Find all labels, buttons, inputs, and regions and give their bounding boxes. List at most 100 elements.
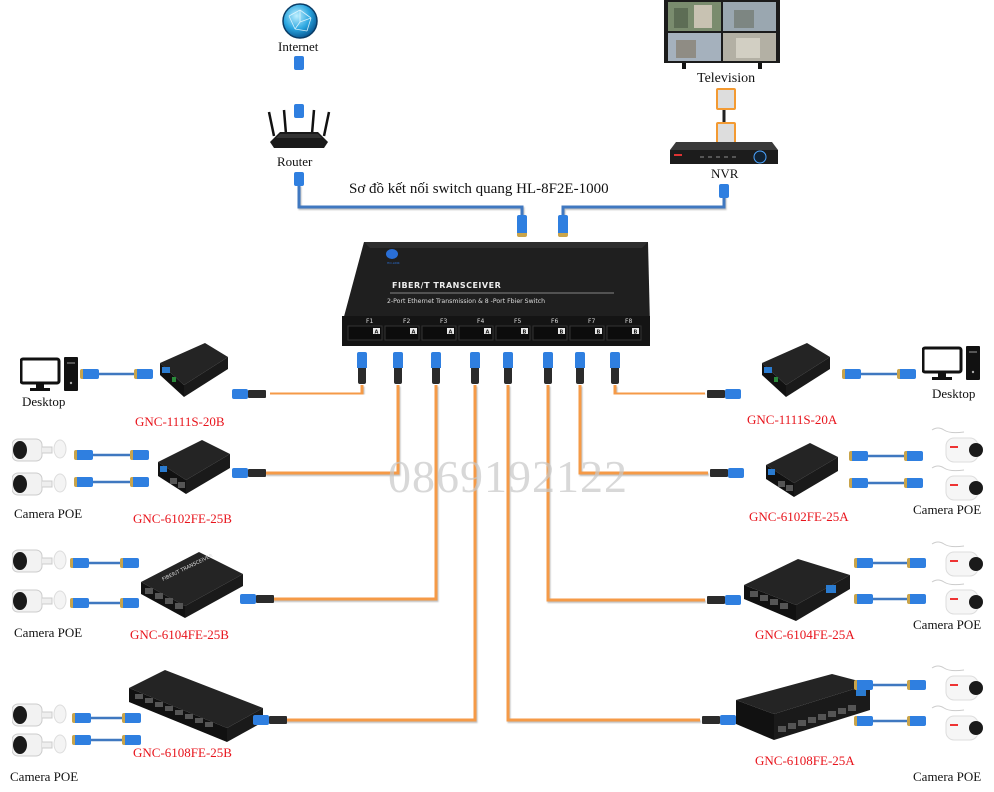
rj45-connector-icon — [904, 451, 923, 461]
sc-fiber-connector-icon — [543, 352, 553, 386]
fiber-cable-f6 — [546, 385, 705, 602]
port-label: F4 — [477, 318, 484, 325]
endpoint-label: Desktop — [22, 394, 66, 409]
rj45-connector-icon — [907, 558, 926, 568]
device-model-label: GNC-6108FE-25A — [755, 753, 855, 768]
device-model-label: GNC-6104FE-25A — [755, 627, 855, 642]
port-type-badge: B — [560, 329, 564, 335]
device-model-label: GNC-6102FE-25A — [749, 509, 849, 524]
device-model-label: GNC-6102FE-25B — [133, 511, 232, 526]
rj45-connector-icon — [854, 680, 873, 690]
rj45-connector-icon — [517, 215, 527, 237]
camera-group-right-4 — [928, 662, 984, 757]
router-node — [266, 108, 332, 157]
ethernet-cable-router-switch — [297, 185, 524, 222]
rj45-connector-icon — [74, 450, 93, 460]
sc-fiber-connector-icon — [708, 468, 744, 478]
rj45-connector-icon — [74, 477, 93, 487]
sc-fiber-connector-icon — [705, 389, 741, 399]
camera-icon — [931, 665, 983, 741]
sc-fiber-connector-icon — [431, 352, 441, 386]
camera-group-left-2 — [11, 437, 68, 508]
nvr-label: NVR — [711, 166, 739, 181]
fiber-port-f8[interactable]: F8B — [606, 318, 642, 341]
port-label: F6 — [551, 318, 558, 325]
sc-fiber-connector-icon — [357, 352, 367, 386]
endpoint-label: Desktop — [932, 386, 976, 401]
endpoint-label: Camera POE — [14, 506, 83, 521]
camera-group-left-4 — [11, 702, 68, 767]
rj45-connector-icon — [80, 369, 99, 379]
rj45-connector-icon — [72, 713, 91, 723]
camera-group-right-3 — [928, 538, 984, 623]
rj45-connector-icon — [904, 478, 923, 488]
fiber-port-f6[interactable]: F6B — [532, 318, 568, 341]
port-type-badge: B — [597, 329, 601, 335]
rj45-connector-icon — [854, 558, 873, 568]
svg-text:HO-LINK: HO-LINK — [387, 261, 401, 265]
sc-fiber-connector-icon — [253, 715, 289, 725]
camera-icon — [931, 427, 983, 501]
port-type-badge: A — [449, 329, 453, 335]
switch-face-subtitle: 2-Port Ethernet Transmission & 8 -Port F… — [387, 298, 545, 305]
rj45-connector-icon — [72, 735, 91, 745]
port-type-badge: A — [375, 329, 379, 335]
router-icon — [267, 109, 331, 148]
media-converter-right-4 — [732, 670, 872, 751]
fiber-port-f1[interactable]: F1A — [347, 318, 383, 341]
sc-fiber-connector-icon — [705, 595, 741, 605]
desktop-icon — [19, 357, 78, 391]
camera-icon — [11, 703, 67, 757]
router-label: Router — [277, 154, 313, 169]
media-converter-right-3 — [740, 555, 856, 630]
sc-fiber-connector-icon — [610, 352, 620, 386]
port-label: F1 — [366, 318, 373, 325]
rj45-connector-icon — [70, 598, 89, 608]
endpoint-label: Camera POE — [913, 617, 982, 632]
media-converter-left-2 — [150, 440, 232, 501]
fiber-port-f4[interactable]: F4A — [458, 318, 494, 341]
sc-fiber-connector-icon — [503, 352, 513, 386]
rj45-connector-icon — [122, 713, 141, 723]
globe-icon — [282, 3, 318, 39]
rj45-connector-icon — [122, 735, 141, 745]
tv-icon — [664, 0, 780, 69]
endpoint-label: Camera POE — [10, 769, 79, 784]
main-fiber-switch: HO-LINK FIBER/T TRANSCEIVER 2-Port Ether… — [342, 240, 652, 355]
endpoint-label: Camera POE — [913, 769, 982, 784]
rj45-connector-icon — [134, 369, 153, 379]
fiber-port-f2[interactable]: F2A — [384, 318, 420, 341]
rj45-connector-icon — [897, 369, 916, 379]
patch-cables-right — [850, 372, 915, 723]
switch-face-title: FIBER/T TRANSCEIVER — [392, 281, 501, 290]
rj45-connector-icon — [130, 450, 149, 460]
television-label: Television — [697, 71, 756, 86]
rj45-connector-icon — [907, 594, 926, 604]
media-converter-left-4 — [125, 668, 265, 749]
port-label: F2 — [403, 318, 410, 325]
device-model-label: GNC-1111S-20B — [135, 414, 225, 429]
rj45-connector-icon — [294, 172, 304, 186]
endpoint-label: Camera POE — [913, 502, 982, 517]
rj45-connector-icon — [120, 558, 139, 568]
rj45-connector-icon — [907, 716, 926, 726]
rj45-connector-icon — [70, 558, 89, 568]
endpoint-label: Camera POE — [14, 625, 83, 640]
rj45-connector-icon — [842, 369, 861, 379]
television-node — [664, 0, 780, 75]
desktop-right — [921, 346, 982, 387]
device-model-label: GNC-6104FE-25B — [130, 627, 229, 642]
fiber-port-f3[interactable]: F3A — [421, 318, 457, 341]
sc-fiber-connector-icon — [393, 352, 403, 386]
diagram-title: Sơ đồ kết nối switch quang HL-8F2E-1000 — [349, 181, 609, 197]
rj45-connector-icon — [130, 477, 149, 487]
rj45-connector-icon — [719, 184, 729, 198]
sc-fiber-connector-icon — [700, 715, 736, 725]
media-converter-right-2 — [758, 443, 840, 504]
fiber-port-f7[interactable]: F7B — [569, 318, 605, 341]
port-type-badge: B — [523, 329, 527, 335]
fiber-port-f5[interactable]: F5B — [495, 318, 531, 341]
port-label: F5 — [514, 318, 521, 325]
media-converter-left-1 — [150, 343, 230, 403]
